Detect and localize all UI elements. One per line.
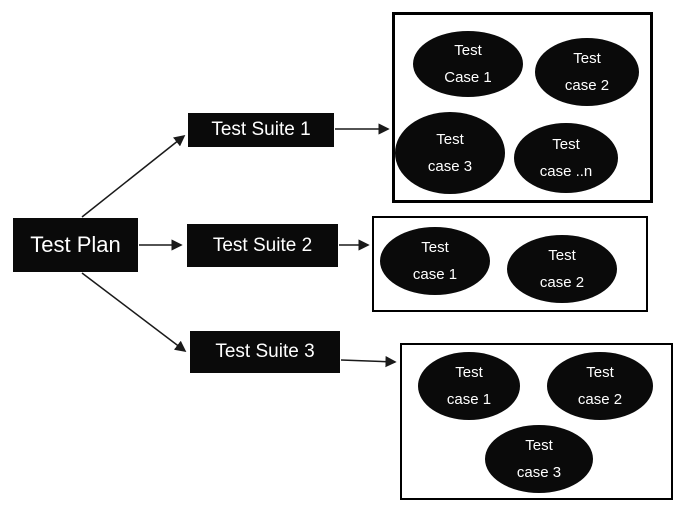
test-case-label-line: Test — [552, 136, 580, 153]
test-case-ellipse: Test Case 1 — [413, 31, 523, 97]
test-case-label-line: Test — [454, 42, 482, 59]
test-case-label-line: case 2 — [577, 391, 623, 408]
arrow-suite3-to-group3 — [340, 356, 397, 368]
test-plan-node: Test Plan — [13, 218, 138, 272]
test-case-label-line: Test — [421, 239, 449, 256]
test-suite-3-node: Test Suite 3 — [190, 331, 340, 373]
test-suite-2-label: Test Suite 2 — [212, 234, 313, 256]
test-suite-1-label: Test Suite 1 — [211, 119, 311, 140]
test-plan-label: Test Plan — [30, 232, 121, 257]
test-case-label-line: Test — [573, 50, 601, 67]
test-case-label-line: Test — [548, 247, 576, 264]
test-case-label-line: case 3 — [427, 158, 473, 175]
test-case-label-line: Test — [436, 131, 464, 148]
test-case-label-line: case 2 — [539, 274, 585, 291]
test-case-label-line: Test — [586, 364, 614, 381]
test-case-ellipse: Test case 2 — [535, 38, 639, 106]
test-case-ellipse: Test case 3 — [395, 112, 505, 194]
test-suite-3-label: Test Suite 3 — [215, 341, 315, 362]
test-case-label-line: Test — [455, 364, 483, 381]
test-case-label-line: case 1 — [412, 266, 458, 283]
arrow-plan-to-suite3 — [81, 272, 187, 353]
suite-3-cases-group: Test case 1 Test case 2 Test case 3 — [400, 343, 673, 500]
test-case-label-line: case 2 — [564, 77, 610, 94]
test-case-label-line: case ..n — [539, 163, 593, 180]
test-case-ellipse: Test case 2 — [547, 352, 653, 420]
test-case-label-line: case 1 — [446, 391, 492, 408]
test-case-ellipse: Test case ..n — [514, 123, 618, 193]
test-suite-2-node: Test Suite 2 — [187, 224, 338, 267]
test-suite-1-node: Test Suite 1 — [188, 113, 334, 147]
suite-2-cases-group: Test case 1 Test case 2 — [372, 216, 648, 312]
test-case-ellipse: Test case 1 — [418, 352, 520, 420]
test-case-ellipse: Test case 3 — [485, 425, 593, 493]
test-case-ellipse: Test case 1 — [380, 227, 490, 295]
test-case-label-line: Test — [525, 437, 553, 454]
test-case-label-line: case 3 — [516, 464, 562, 481]
suite-1-cases-group: Test Case 1 Test case 2 Test case 3 Test… — [392, 12, 653, 203]
test-case-ellipse: Test case 2 — [507, 235, 617, 303]
arrow-plan-to-suite1 — [81, 134, 186, 218]
test-case-label-line: Case 1 — [444, 69, 492, 86]
